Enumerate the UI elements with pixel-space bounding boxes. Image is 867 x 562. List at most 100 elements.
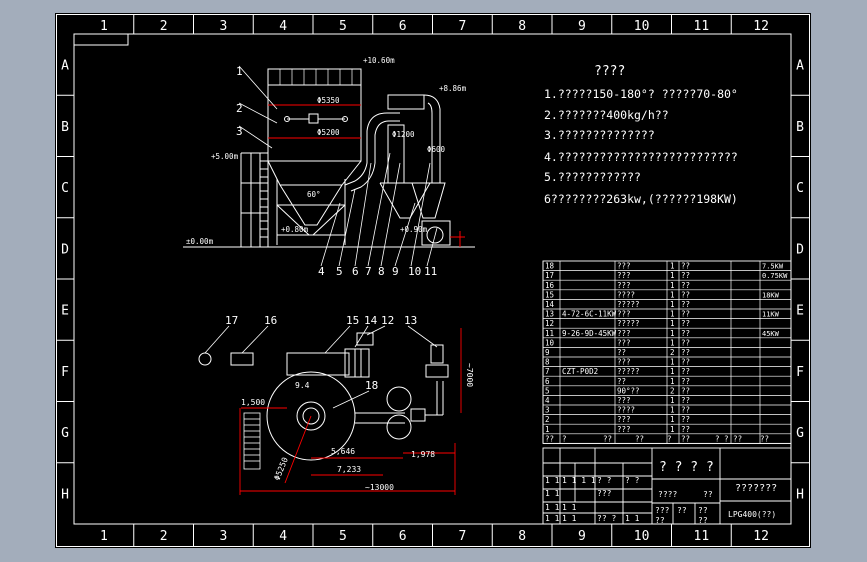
table-row[interactable]: 16???1?? xyxy=(545,281,690,290)
cell-no: 14 xyxy=(545,300,555,309)
cell-note: 0.75KW xyxy=(762,272,788,280)
table-row[interactable]: 9??2?? xyxy=(545,348,690,357)
row-label: D xyxy=(796,242,804,257)
cell-code: CZT-P0D2 xyxy=(562,367,598,376)
balloon-label: 17 xyxy=(225,314,238,327)
control-cabinet xyxy=(230,352,254,366)
table-row[interactable]: 14?????1?? xyxy=(545,300,690,309)
table-row[interactable]: 4???1?? xyxy=(545,396,690,405)
column-label: 12 xyxy=(753,529,769,544)
plan-dimensions xyxy=(239,328,462,495)
leader-line xyxy=(366,325,386,336)
tower-legs xyxy=(276,179,346,245)
sheet-label: ?? xyxy=(703,490,713,499)
column-label: 5 xyxy=(339,529,347,544)
column-label: 11 xyxy=(694,19,710,34)
column-label: 2 xyxy=(160,529,168,544)
leader-line xyxy=(320,202,341,267)
table-row[interactable]: 3????1?? xyxy=(545,406,690,415)
row-label: B xyxy=(61,120,69,135)
leader-line xyxy=(338,188,356,267)
cell-no: 18 xyxy=(545,262,555,271)
table-row[interactable]: 12?????1?? xyxy=(545,319,690,328)
cell-qty: 1 xyxy=(670,310,675,319)
cell-material: ?? xyxy=(681,319,690,328)
cell-no: 7 xyxy=(545,367,550,376)
balloon-label: 2 xyxy=(236,102,243,115)
leader-line xyxy=(367,152,391,267)
row-label: C xyxy=(796,181,804,196)
dim-label: Φ5350 xyxy=(317,96,340,105)
column-label: 7 xyxy=(458,529,466,544)
cell-name: ??? xyxy=(617,262,631,271)
column-label: 11 xyxy=(694,529,710,544)
cell-qty: 1 xyxy=(670,300,675,309)
tb-cell: 1 1 xyxy=(545,476,560,485)
cell-no: 3 xyxy=(545,406,550,415)
table-row[interactable]: 8???1?? xyxy=(545,358,690,367)
cell-qty: 1 xyxy=(670,329,675,338)
header-cell: ?? xyxy=(681,434,690,443)
header-cell: ? xyxy=(667,434,672,443)
column-label: 9 xyxy=(578,19,586,34)
leader-line xyxy=(407,325,438,348)
table-row[interactable]: 18???1??7.5KW xyxy=(545,262,784,271)
table-row[interactable]: 17???1??0.75KW xyxy=(545,271,788,280)
cell-no: 10 xyxy=(545,338,555,347)
table-row[interactable]: 1???1?? xyxy=(545,425,690,434)
table-row[interactable]: 15????1??18KW xyxy=(545,290,780,299)
plan-view[interactable] xyxy=(198,332,449,470)
cell-material: ?? xyxy=(681,348,690,357)
note-line: 5.???????????? xyxy=(544,170,641,184)
title-block[interactable] xyxy=(542,447,792,525)
balloon-label: 11 xyxy=(424,265,437,278)
header-cell: ? ? ?? xyxy=(715,434,742,443)
cell-name: 90°?? xyxy=(617,386,640,395)
cell-name: ??? xyxy=(617,396,631,405)
cell-name: ?? xyxy=(617,377,626,386)
main-fan xyxy=(421,220,451,246)
cell-no: 11 xyxy=(545,329,554,338)
table-row[interactable]: 10???1?? xyxy=(545,338,690,347)
tower-top xyxy=(267,68,362,86)
balloon-label: 10 xyxy=(408,265,421,278)
parts-list-table[interactable]: 18???1??7.5KW17???1??0.75KW16???1??15???… xyxy=(542,260,792,444)
tb-cell: ?? ? xyxy=(597,514,616,523)
leader-line xyxy=(394,202,416,267)
table-row[interactable]: 6??1?? xyxy=(545,377,690,386)
column-label: 9 xyxy=(578,529,586,544)
cell-name: ??? xyxy=(617,358,631,367)
cell-material: ?? xyxy=(681,358,690,367)
drawing-name: ??????? xyxy=(735,483,777,494)
cell-material: ?? xyxy=(681,377,690,386)
dim-label: 5,646 xyxy=(331,447,355,456)
column-label: 4 xyxy=(279,529,287,544)
dim-label: 1,500 xyxy=(241,398,265,407)
dim-label: 60° xyxy=(307,190,321,199)
cell-material: ?? xyxy=(681,262,690,271)
elevation-view[interactable] xyxy=(183,68,475,248)
scale-label: ???? xyxy=(658,490,677,499)
leader-line xyxy=(238,102,278,124)
table-row[interactable]: 2???1?? xyxy=(545,415,690,424)
column-label: 10 xyxy=(634,529,650,544)
header-cell: ?? xyxy=(635,434,644,443)
balloon-label: 14 xyxy=(364,314,378,327)
balloon-label: 1 xyxy=(236,65,243,78)
column-label: 1 xyxy=(100,19,108,34)
row-label: B xyxy=(796,120,804,135)
balloon-label: 7 xyxy=(365,265,372,278)
blower-13 xyxy=(430,344,444,364)
tower-top-grid xyxy=(279,69,353,85)
cell-material: ?? xyxy=(681,329,690,338)
chamber-plan-outer xyxy=(266,371,356,461)
column-label: 6 xyxy=(399,19,407,34)
leader-line xyxy=(241,325,269,354)
